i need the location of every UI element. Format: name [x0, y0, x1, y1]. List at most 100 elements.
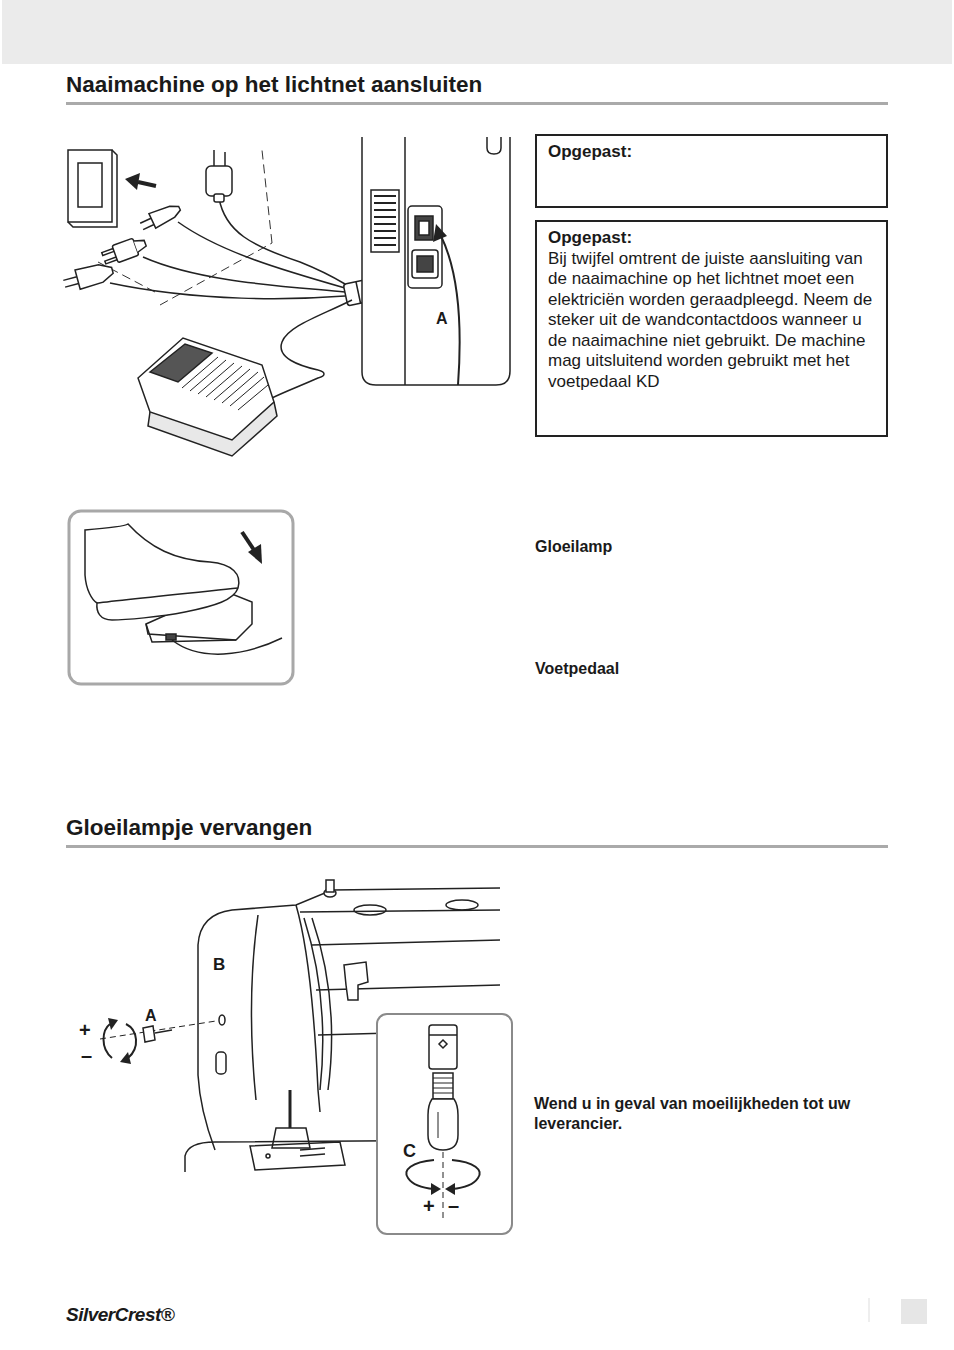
foot-pedal [182, 357, 218, 388]
figure-frame [69, 511, 293, 684]
adapter-plug [206, 166, 232, 196]
note-heading: Gloeilamp [535, 537, 612, 556]
light-bulb [433, 1078, 453, 1093]
light-bulb [433, 1073, 453, 1099]
light-bulb [429, 1034, 457, 1036]
machine-head [251, 915, 258, 1100]
section-heading: Gloeilampje vervangen [66, 814, 312, 841]
machine-side [374, 244, 396, 246]
rotation-arrows [108, 1018, 118, 1030]
machine-side [362, 137, 510, 385]
us-plug [105, 257, 117, 264]
bulb-rotation [431, 1183, 441, 1195]
screw [143, 1026, 172, 1042]
warning-heading: Opgepast: [548, 142, 875, 163]
press-arrow [248, 544, 262, 564]
rotation-sign: – [81, 1043, 92, 1067]
adapter-plug [206, 150, 232, 202]
callout-letter: B [213, 955, 225, 975]
bulb-axis [443, 1152, 444, 1222]
inset-ground [377, 1014, 512, 1234]
machine-head [300, 1154, 325, 1156]
machine-side [362, 137, 510, 385]
warning-box: Opgepast: [535, 134, 888, 208]
machine-side [404, 137, 406, 385]
light-bulb [433, 1083, 453, 1084]
machine-side [408, 206, 442, 288]
guide-lines [160, 243, 272, 305]
mains-cords [178, 222, 345, 288]
light-bulb [439, 1040, 447, 1048]
detail-inset: C+– [376, 1013, 513, 1235]
machine-side [374, 209, 396, 211]
foot-pedal [206, 366, 242, 397]
wall-socket [68, 150, 117, 227]
press-arrow [242, 532, 262, 564]
rotation-sign: + [423, 1196, 435, 1216]
page-furniture [901, 1299, 927, 1324]
machine-side [419, 221, 429, 235]
machine-side [487, 137, 501, 154]
light-bulb [433, 1078, 453, 1079]
foot-pedal [238, 385, 268, 410]
pedal-cord [272, 300, 352, 398]
machine-head [185, 880, 500, 1172]
callout-letter: A [436, 309, 448, 328]
pedal-cord [281, 300, 352, 370]
machine-side [371, 190, 399, 252]
foot-pedal [214, 369, 250, 400]
bulb-rotation [445, 1183, 455, 1195]
wall-socket [78, 163, 102, 207]
adapter-plug [214, 194, 224, 202]
machine-head [446, 900, 478, 910]
note-heading: Voetpedaal [535, 659, 619, 678]
bulb-rotation [406, 1160, 434, 1189]
schuko-plug [62, 261, 115, 293]
machine-side [374, 237, 396, 239]
machine-head [344, 962, 368, 1000]
rotation-arrows [104, 1024, 113, 1058]
foot-pedal [138, 338, 274, 440]
euro-plug [143, 225, 154, 230]
machine-side [374, 223, 396, 225]
machine-side [374, 216, 396, 218]
machine-head [300, 1148, 325, 1150]
light-bulb [438, 1112, 439, 1138]
mains-cords [110, 283, 345, 299]
foot-pedal [230, 377, 264, 406]
machine-head [354, 905, 386, 915]
us-plug [134, 238, 148, 253]
warning-box: Opgepast:Bij twijfel omtrent de juiste a… [535, 220, 888, 437]
screw-axis [100, 1021, 216, 1039]
brand-logo: SilverCrest® [66, 1304, 174, 1327]
foot-pedal [150, 344, 212, 382]
inset-ground [377, 1014, 512, 1234]
machine-head [312, 940, 500, 945]
mains-cords [219, 198, 345, 284]
machine-head [250, 1142, 345, 1170]
callout-letter: A [145, 1006, 157, 1025]
warning-heading: Opgepast: [548, 228, 875, 249]
figure-frame [69, 511, 293, 684]
foot-on-pedal [172, 638, 282, 654]
bulb-rotation [406, 1160, 479, 1195]
page-furniture [869, 1298, 870, 1322]
pedal-cord [272, 370, 324, 398]
us-plug [101, 235, 149, 267]
euro-plug [149, 201, 183, 228]
wall-socket [68, 150, 112, 222]
press-arrow [242, 532, 254, 550]
curved-arrow [433, 224, 460, 385]
machine-side [374, 230, 396, 232]
page-furniture [66, 102, 888, 105]
rotation-arrows [104, 1018, 137, 1064]
screw [143, 1026, 155, 1042]
machine-head [219, 1015, 225, 1025]
page-furniture [2, 0, 952, 1324]
machine-head [300, 910, 500, 912]
foot-pedal [190, 360, 226, 391]
foot-on-pedal [85, 524, 282, 654]
machine-side [417, 256, 433, 272]
machine-side [374, 202, 396, 204]
